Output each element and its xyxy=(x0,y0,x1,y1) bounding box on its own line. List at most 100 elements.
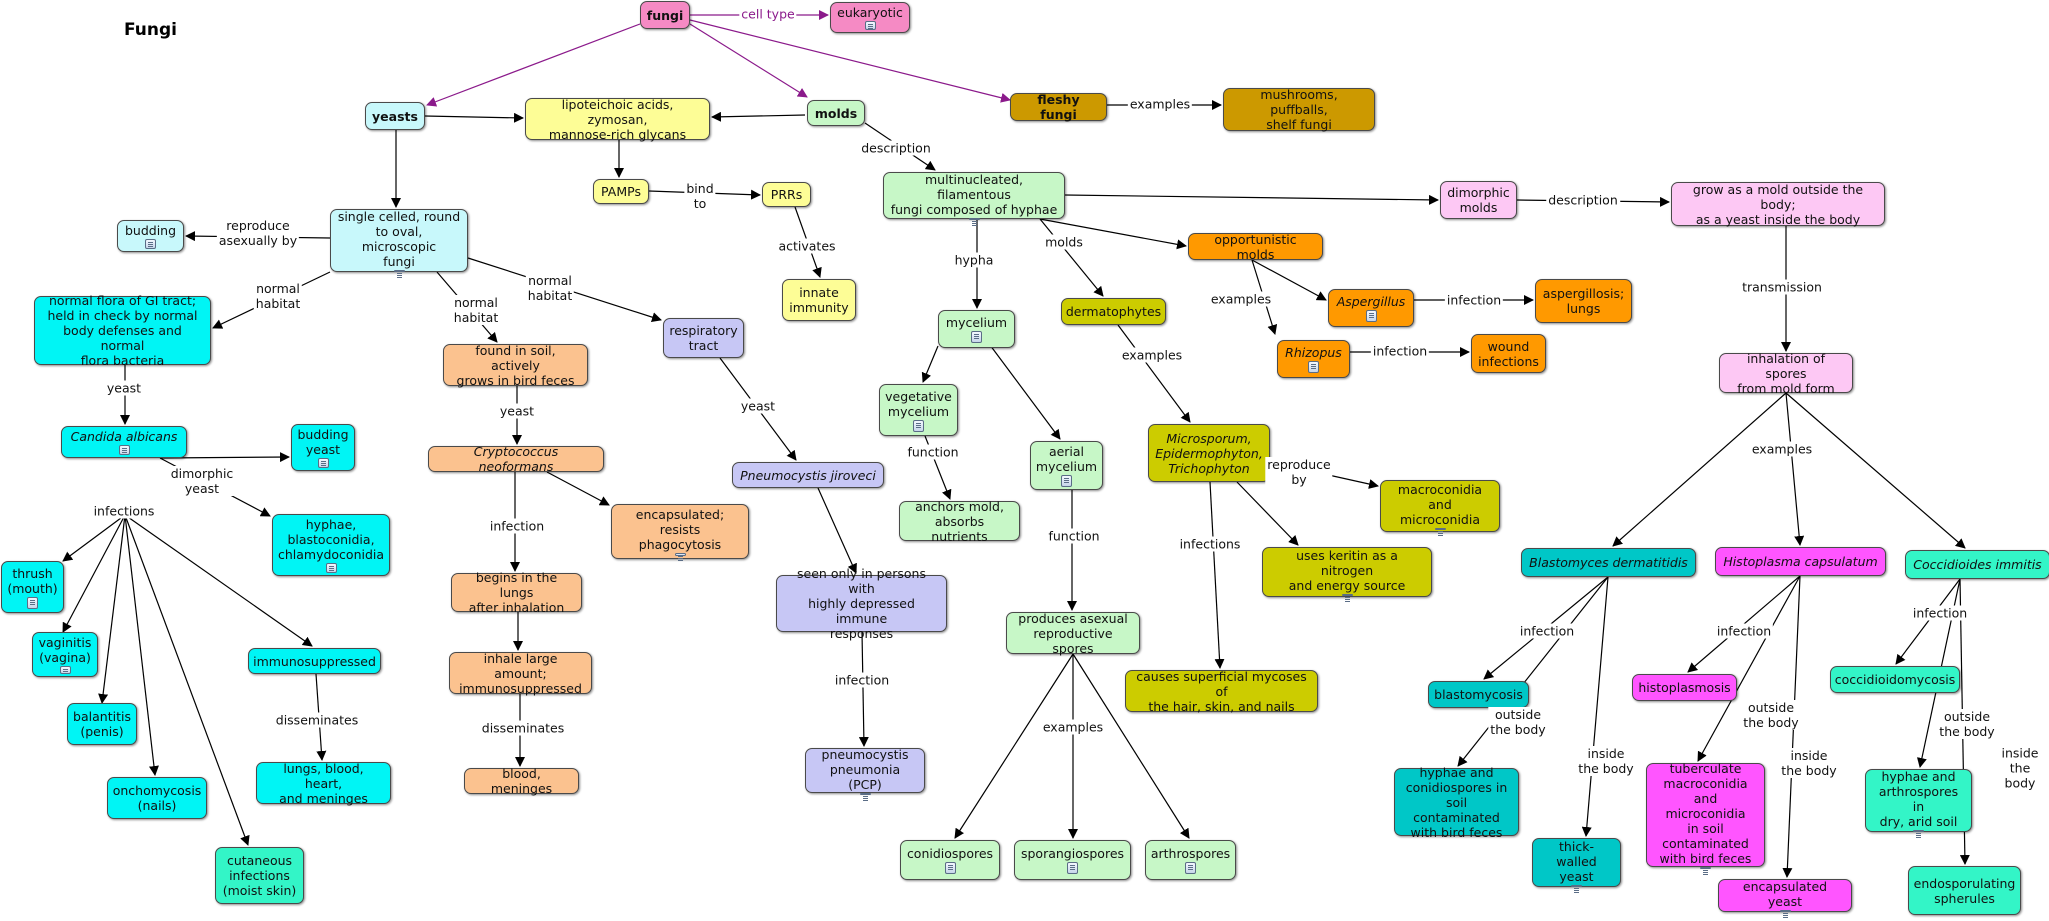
node-inhalation[interactable]: inhalation of spores from mold form xyxy=(1719,351,1853,396)
node-dermatophytes[interactable]: dermatophytes xyxy=(1061,298,1166,325)
node-vegmyc[interactable]: vegetative mycelium xyxy=(879,384,958,436)
attached-resource-icon[interactable] xyxy=(859,792,871,797)
node-fleshy[interactable]: fleshy fungi xyxy=(1010,92,1107,122)
node-hyphaearthro[interactable]: hyphae and arthrospores in dry, arid soi… xyxy=(1865,769,1972,834)
attached-resource-icon[interactable] xyxy=(674,553,686,557)
node-aspergillosis[interactable]: aspergillosis; lungs xyxy=(1535,279,1632,323)
link-label-disseminates: disseminates xyxy=(479,720,567,736)
attached-resource-icon[interactable] xyxy=(325,563,337,573)
node-cocci[interactable]: Coccidioides immitis xyxy=(1905,550,2049,579)
node-endosporulating[interactable]: endosporulating spherules xyxy=(1908,866,2021,915)
attached-resource-icon[interactable] xyxy=(944,862,956,874)
node-normalflora[interactable]: normal flora of GI tract; held in check … xyxy=(34,293,211,368)
attached-resource-icon[interactable] xyxy=(27,596,38,609)
attached-resource-icon[interactable] xyxy=(971,331,982,343)
node-coccidioidomycosis[interactable]: coccidioidomycosis xyxy=(1830,666,1960,693)
node-inhalelarge[interactable]: inhale large amount; immunosuppressed xyxy=(449,651,592,696)
node-label: arthrospores xyxy=(1150,846,1231,861)
node-immuno[interactable]: immunosuppressed xyxy=(248,648,381,674)
node-sporangiospores[interactable]: sporangiospores xyxy=(1014,840,1131,880)
node-encapyeast[interactable]: encapsulated yeast xyxy=(1718,879,1852,914)
node-aerial[interactable]: aerial mycelium xyxy=(1030,441,1103,490)
node-innate[interactable]: innate immunity xyxy=(782,279,856,321)
node-grow[interactable]: grow as a mold outside the body; as a ye… xyxy=(1671,182,1885,227)
node-mushrooms[interactable]: mushrooms, puffballs, shelf fungi xyxy=(1223,87,1375,132)
link-label-celltype: cell type xyxy=(739,6,797,22)
node-thickwalled[interactable]: thick-walled yeast xyxy=(1532,838,1621,889)
node-dimorphic[interactable]: dimorphic molds xyxy=(1440,181,1517,219)
attached-resource-icon[interactable] xyxy=(1913,830,1924,834)
node-multinuc[interactable]: multinucleated, filamentous fungi compos… xyxy=(883,172,1065,222)
link-label-infection: infection xyxy=(1517,623,1577,639)
attached-resource-icon[interactable] xyxy=(864,21,876,30)
attached-resource-icon[interactable] xyxy=(59,666,71,674)
node-anchors[interactable]: anchors mold, absorbs nutrients xyxy=(899,499,1020,544)
attached-resource-icon[interactable] xyxy=(968,217,980,222)
node-encaps[interactable]: encapsulated; resists phagocytosis xyxy=(611,504,749,559)
node-beginslungs[interactable]: begins in the lungs after inhalation xyxy=(451,570,582,615)
attached-resource-icon[interactable] xyxy=(1434,528,1446,532)
node-microsporum[interactable]: Microsporum, Epidermophyton, Trichophyto… xyxy=(1148,424,1270,482)
node-hyphaeconidio[interactable]: hyphae and conidiospores in soil contami… xyxy=(1394,765,1519,840)
attached-resource-icon[interactable] xyxy=(1067,862,1078,874)
node-thrush[interactable]: thrush (mouth) xyxy=(1,561,64,613)
node-bloodmen[interactable]: blood, meninges xyxy=(464,766,579,796)
node-superficial[interactable]: causes superficial mycoses of the hair, … xyxy=(1125,669,1318,714)
node-histoplasmosis[interactable]: histoplasmosis xyxy=(1632,674,1737,701)
attached-resource-icon[interactable] xyxy=(1341,594,1353,598)
node-seenonly[interactable]: seen only in persons with highly depress… xyxy=(776,566,947,641)
node-fungi[interactable]: fungi xyxy=(640,1,690,29)
attached-resource-icon[interactable] xyxy=(1185,862,1196,874)
node-produces[interactable]: produces asexual reproductive spores xyxy=(1006,611,1140,656)
node-vaginitis[interactable]: vaginitis (vagina) xyxy=(32,632,98,677)
node-lungsblood[interactable]: lungs, blood, heart, and meninges xyxy=(256,761,391,806)
attached-resource-icon[interactable] xyxy=(1700,867,1711,871)
attached-resource-icon[interactable] xyxy=(118,445,130,455)
node-keritin[interactable]: uses keritin as a nitrogen and energy so… xyxy=(1262,547,1432,598)
node-hyphaeblasto[interactable]: hyphae, blastoconidia, chlamydoconidia xyxy=(272,514,390,576)
attached-resource-icon[interactable] xyxy=(317,458,329,468)
node-eukaryotic[interactable]: eukaryotic xyxy=(830,2,910,33)
node-pamps[interactable]: PAMPs xyxy=(593,179,649,204)
node-blastomycosis[interactable]: blastomycosis xyxy=(1428,681,1529,708)
attached-resource-icon[interactable] xyxy=(1365,310,1377,322)
node-macroconidia[interactable]: macroconidia and microconidia xyxy=(1380,480,1500,532)
node-pcp[interactable]: pneumocystis pneumonia (PCP) xyxy=(805,747,925,797)
link-label-reproduce-asexually: reproduce asexually by xyxy=(216,218,300,248)
link-label-infection: infection xyxy=(1444,292,1504,308)
node-pneumocystis[interactable]: Pneumocystis jiroveci xyxy=(732,462,884,488)
attached-resource-icon[interactable] xyxy=(1308,361,1319,373)
node-crypto[interactable]: Cryptococcus neoformans xyxy=(428,444,604,474)
attached-resource-icon[interactable] xyxy=(1571,884,1582,889)
node-buddingyeast[interactable]: budding yeast xyxy=(291,424,355,471)
node-singlecell[interactable]: single celled, round to oval, microscopi… xyxy=(330,209,468,274)
node-wound[interactable]: wound infections xyxy=(1471,334,1546,373)
node-balantitis[interactable]: balantitis (penis) xyxy=(67,703,137,745)
attached-resource-icon[interactable] xyxy=(913,419,924,432)
node-onchomycosis[interactable]: onchomycosis (nails) xyxy=(107,777,207,819)
node-aspergillus[interactable]: Aspergillus xyxy=(1328,289,1414,327)
attached-resource-icon[interactable] xyxy=(393,270,405,274)
attached-resource-icon[interactable] xyxy=(1779,910,1791,914)
node-soil[interactable]: found in soil, actively grows in bird fe… xyxy=(443,343,588,388)
node-histo[interactable]: Histoplasma capsulatum xyxy=(1715,547,1886,576)
node-budding[interactable]: budding xyxy=(117,220,184,252)
node-blasto[interactable]: Blastomyces dermatitidis xyxy=(1521,548,1696,577)
node-conidiospores[interactable]: conidiospores xyxy=(900,840,1000,880)
node-prrs[interactable]: PRRs xyxy=(762,182,811,207)
node-molds[interactable]: molds xyxy=(807,100,865,126)
node-tuberculate[interactable]: tuberculate macroconidia and microconidi… xyxy=(1646,761,1765,871)
node-opportunistic[interactable]: opportunistic molds xyxy=(1188,232,1323,262)
attached-resource-icon[interactable] xyxy=(1061,475,1072,487)
node-arthrospores[interactable]: arthrospores xyxy=(1145,840,1236,880)
node-rhizopus[interactable]: Rhizopus xyxy=(1277,340,1350,378)
node-mycelium[interactable]: mycelium xyxy=(938,310,1015,348)
attached-resource-icon[interactable] xyxy=(145,239,156,249)
node-label: Aspergillus xyxy=(1336,294,1406,309)
node-lipo[interactable]: lipoteichoic acids, zymosan, mannose-ric… xyxy=(525,97,710,142)
node-resp[interactable]: respiratory tract xyxy=(663,318,744,358)
node-candida[interactable]: Candida albicans xyxy=(61,426,187,458)
node-cutaneous[interactable]: cutaneous infections (moist skin) xyxy=(215,847,304,904)
node-yeasts[interactable]: yeasts xyxy=(365,102,425,130)
link-label-yeast: yeast xyxy=(104,380,144,396)
